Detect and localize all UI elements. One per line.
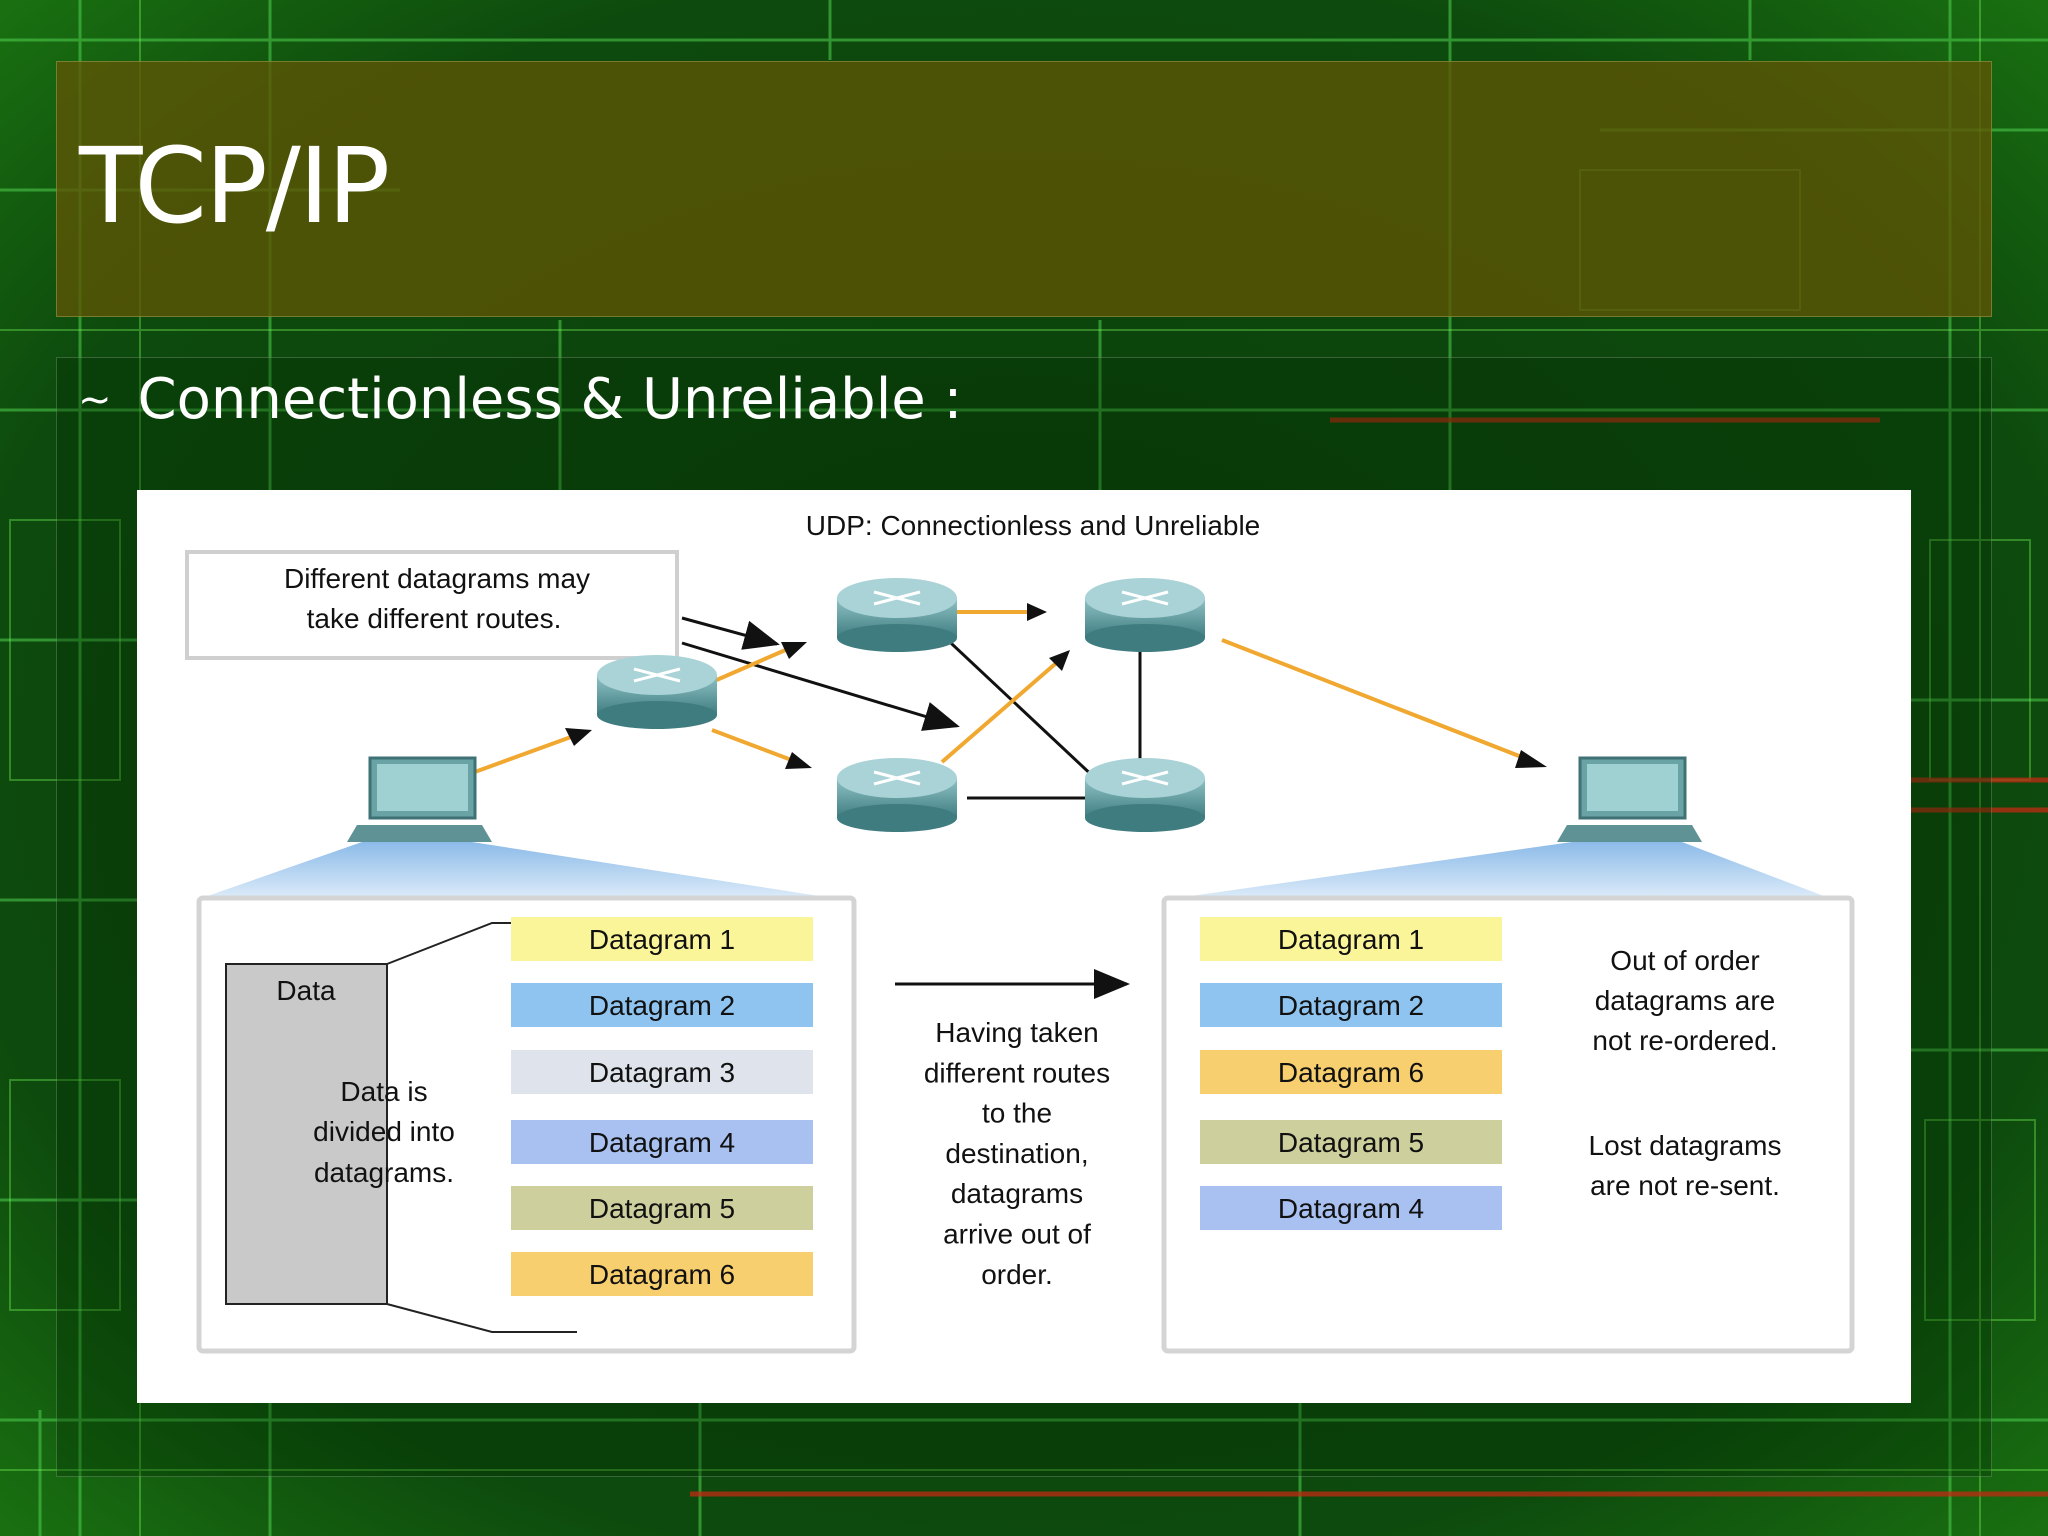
transit-explanation-line: destination,	[945, 1138, 1088, 1169]
received-datagram-box	[1200, 983, 1502, 1027]
udp-diagram: UDP: Connectionless and Unreliable Diffe…	[137, 490, 1911, 1403]
sent-datagram-list: Datagram 1 Datagram 2 Datagram 3 Datagram 4…	[511, 917, 813, 1296]
bullet-marker: ~	[78, 377, 112, 423]
sent-datagram-box	[511, 1252, 813, 1296]
received-datagram-label: Datagram 2	[1278, 990, 1424, 1021]
sent-datagram-label: Datagram 4	[589, 1127, 735, 1158]
router-icon	[1085, 758, 1205, 832]
transit-explanation-line: Having taken	[935, 1017, 1098, 1048]
computer-icon	[1557, 756, 1702, 842]
received-datagram-box	[1200, 1050, 1502, 1094]
divided-text-line2: divided into	[313, 1116, 455, 1147]
received-datagram-box	[1200, 1120, 1502, 1164]
lost-datagrams-note-line: are not re-sent.	[1590, 1170, 1780, 1201]
sent-datagram-box	[511, 1120, 813, 1164]
sent-datagram-box	[511, 1050, 813, 1094]
router-icon	[837, 578, 957, 652]
sent-datagram-label: Datagram 2	[589, 990, 735, 1021]
router-icon	[1085, 578, 1205, 652]
divided-text-line3: datagrams.	[314, 1157, 454, 1188]
out-of-order-note-line: Out of order	[1610, 945, 1759, 976]
callout-box	[185, 550, 679, 660]
transit-explanation-line: to the	[982, 1098, 1052, 1129]
bullet-text: Connectionless & Unreliable :	[137, 367, 963, 432]
sent-datagram-label: Datagram 1	[589, 924, 735, 955]
received-datagram-box	[1200, 917, 1502, 961]
transit-explanation-line: order.	[981, 1259, 1053, 1290]
title-banner: TCP/IP	[56, 61, 1992, 317]
sent-datagram-box	[511, 983, 813, 1027]
divided-text-line1: Data is	[340, 1076, 427, 1107]
received-datagram-label: Datagram 5	[1278, 1127, 1424, 1158]
received-datagram-label: Datagram 1	[1278, 924, 1424, 955]
lost-datagrams-note: Lost datagrams are not re-sent.	[1589, 1130, 1782, 1201]
out-of-order-note-line: datagrams are	[1595, 985, 1776, 1016]
diagram-title: UDP: Connectionless and Unreliable	[806, 510, 1260, 541]
transit-explanation-line: datagrams	[951, 1178, 1083, 1209]
data-block	[225, 963, 388, 1305]
received-datagram-label: Datagram 4	[1278, 1193, 1424, 1224]
callout-text-line1: Different datagrams may	[284, 563, 590, 594]
sent-datagram-label: Datagram 3	[589, 1057, 735, 1088]
computer-icon	[347, 756, 492, 842]
received-datagram-list: Datagram 1 Datagram 2 Datagram 6 Datagram 5…	[1200, 917, 1502, 1230]
transit-explanation-line: arrive out of	[943, 1219, 1091, 1250]
router-icon	[837, 758, 957, 832]
bullet-item: ~ Connectionless & Unreliable :	[78, 372, 962, 428]
received-datagram-label: Datagram 6	[1278, 1057, 1424, 1088]
data-label: Data	[276, 975, 336, 1006]
sent-datagram-label: Datagram 5	[589, 1193, 735, 1224]
received-datagram-box	[1200, 1186, 1502, 1230]
slide-title: TCP/IP	[79, 125, 390, 247]
out-of-order-note: Out of order datagrams are not re-ordered.	[1592, 945, 1777, 1056]
sent-datagram-box	[511, 1186, 813, 1230]
sent-datagram-label: Datagram 6	[589, 1259, 735, 1290]
udp-diagram-svg: UDP: Connectionless and Unreliable Diffe…	[185, 510, 1855, 1354]
transit-explanation-line: different routes	[924, 1057, 1110, 1088]
lost-datagrams-note-line: Lost datagrams	[1589, 1130, 1782, 1161]
sent-datagram-box	[511, 917, 813, 961]
callout-text-line2: take different routes.	[307, 603, 562, 634]
router-icon	[597, 655, 717, 729]
transit-explanation: Having taken different routes to the destin…	[924, 1017, 1110, 1290]
out-of-order-note-line: not re-ordered.	[1592, 1025, 1777, 1056]
